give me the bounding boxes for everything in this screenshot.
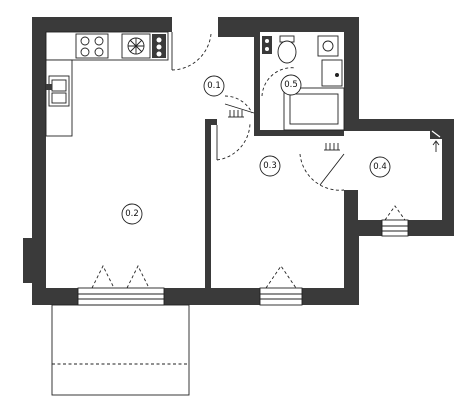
boiler-icon [430, 129, 442, 152]
bathroom-door [224, 95, 255, 114]
svg-text:0.5: 0.5 [284, 80, 298, 90]
window-room-0-3 [259, 265, 303, 306]
terrace [51, 304, 190, 396]
kitchen-appliance-icon [121, 33, 151, 59]
svg-text:0.3: 0.3 [263, 161, 277, 171]
svg-text:0.1: 0.1 [207, 81, 221, 91]
svg-text:0.4: 0.4 [373, 162, 387, 172]
room-0-4-door [299, 153, 345, 191]
room-label-0-5: 0.5 [280, 74, 302, 96]
window-room-0-4 [381, 205, 409, 237]
room-label-0-4: 0.4 [369, 156, 391, 178]
room-label-0-2: 0.2 [121, 203, 143, 225]
exterior-walls [23, 17, 454, 305]
entry-door [171, 32, 212, 71]
sink-icon [46, 75, 70, 107]
bathtub [283, 87, 345, 131]
stove-icon [75, 33, 109, 59]
bathroom-fixtures [262, 35, 343, 87]
room-0-3-door [216, 122, 251, 161]
svg-text:0.2: 0.2 [125, 209, 139, 219]
room-label-0-3: 0.3 [259, 155, 281, 177]
interior-walls [205, 32, 344, 289]
bath-swing [261, 67, 297, 97]
radiator-hall [228, 110, 244, 118]
kitchen-controls-icon [152, 34, 166, 58]
room-label-0-1: 0.1 [203, 75, 225, 97]
window-living-room [77, 264, 165, 306]
radiator-room-0-3 [324, 143, 340, 151]
